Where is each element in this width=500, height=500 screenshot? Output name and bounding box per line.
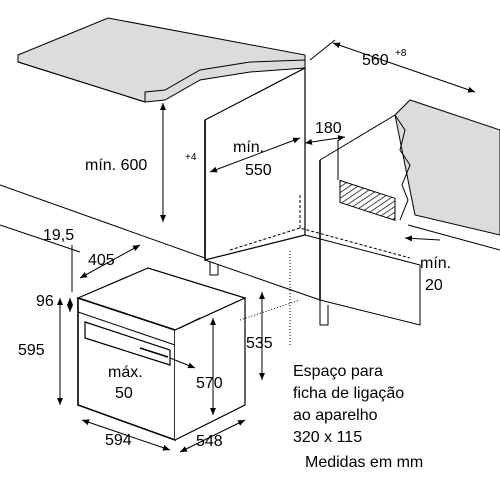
- dim-min-height-sup: +4: [185, 152, 197, 163]
- dim-oven-inner: 405: [88, 252, 115, 269]
- units-note: Medidas em mm: [305, 454, 423, 471]
- dim-min-width-line1: mín.: [233, 139, 264, 156]
- dim-inner-height: 570: [196, 375, 223, 392]
- socket-note: Espaço para ficha de ligação ao aparelho…: [293, 363, 423, 471]
- dim-min-height: mín. 600: [85, 157, 147, 174]
- dim-max-line1: máx.: [108, 364, 143, 381]
- dim-top-depth-sup: +8: [395, 48, 407, 59]
- dim-oven-width: 594: [105, 432, 132, 449]
- right-wall: [394, 99, 500, 236]
- dimension-lines: [57, 39, 476, 453]
- note-line-4: 320 x 115: [293, 429, 362, 446]
- dim-min-width-line2: 550: [245, 162, 272, 179]
- dim-oven-depth: 548: [196, 433, 223, 450]
- note-line-2: ficha de ligação: [293, 385, 404, 402]
- note-line-1: Espaço para: [293, 363, 383, 380]
- dim-oven-offset: 19,5: [43, 227, 74, 244]
- dim-side-gap-line2: 20: [425, 277, 443, 294]
- dimension-labels: 560 +8 mín. 600 +4 mín. 550 180 mín. 20 …: [18, 48, 451, 450]
- dim-top-depth: 560: [362, 52, 389, 69]
- oven: [76, 267, 247, 442]
- dim-max-line2: 50: [115, 385, 133, 402]
- note-line-3: ao aparelho: [293, 407, 378, 424]
- countertop: [17, 17, 306, 103]
- socket-area: [339, 179, 396, 222]
- dim-oven-height: 595: [18, 342, 45, 359]
- dim-body-height: 535: [246, 335, 273, 352]
- dim-side-gap-line1: mín.: [420, 255, 451, 272]
- dim-vent-width: 180: [315, 120, 342, 137]
- dim-panel-height: 96: [36, 293, 54, 310]
